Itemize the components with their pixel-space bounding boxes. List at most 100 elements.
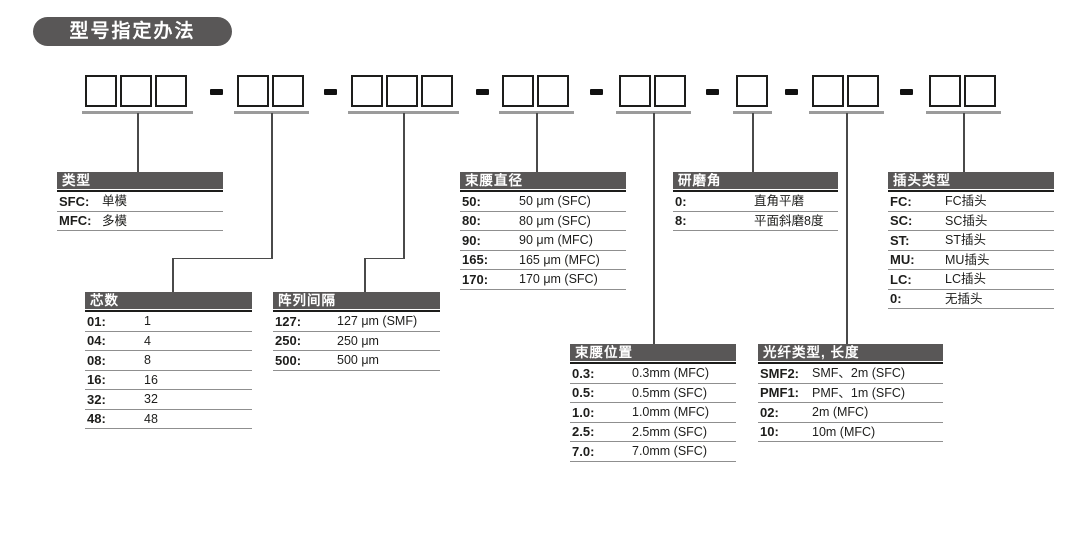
- row-code: SMF2:: [760, 365, 799, 381]
- row-value: 32: [144, 392, 158, 406]
- table-row: 90:90 μm (MFC): [460, 231, 626, 251]
- row-code: SC:: [890, 213, 913, 229]
- row-value: 48: [144, 411, 158, 426]
- table-row: 0.5:0.5mm (SFC): [570, 384, 736, 403]
- group-underline: [348, 111, 459, 114]
- table-row: 7.0:7.0mm (SFC): [570, 442, 736, 462]
- table-row: 127:127 μm (SMF): [273, 312, 440, 332]
- row-value: 2.5mm (SFC): [632, 424, 707, 439]
- row-code: 80:: [462, 213, 481, 229]
- row-code: SFC:: [59, 193, 90, 209]
- table-header: 插头类型: [888, 172, 1054, 189]
- model-digit-box: [421, 75, 453, 107]
- row-code: LC:: [890, 271, 912, 287]
- table-row: 48: 48: [85, 410, 252, 429]
- row-code: MFC:: [59, 213, 92, 229]
- table-row: 170:170 μm (SFC): [460, 270, 626, 290]
- row-value: 250 μm: [337, 333, 379, 348]
- table-row: 2.5:2.5mm (SFC): [570, 423, 736, 442]
- model-digit-box: [654, 75, 686, 107]
- table-header-underline: [273, 310, 440, 312]
- table-row: 1.0:1.0mm (MFC): [570, 403, 736, 423]
- row-code: 16:: [87, 372, 106, 388]
- table-row: 0:直角平磨: [673, 192, 838, 212]
- model-digit-box: [929, 75, 961, 107]
- model-digit-box: [237, 75, 269, 107]
- model-box-group-fiber-type: [812, 75, 879, 107]
- group-underline: [616, 111, 691, 114]
- table-header-underline: [57, 190, 223, 192]
- table-header-underline: [888, 190, 1054, 192]
- table-header: 类型: [57, 172, 223, 189]
- row-value: 4: [144, 333, 151, 348]
- separator-dash: [476, 89, 489, 95]
- table-row: 02:2m (MFC): [758, 403, 943, 423]
- row-code: 08:: [87, 352, 106, 368]
- row-value: 165 μm (MFC): [519, 252, 600, 267]
- row-value: 1: [144, 314, 151, 328]
- table-row: 08: 8: [85, 351, 252, 371]
- page-title: 型号指定办法: [33, 17, 232, 46]
- table-header-underline: [758, 362, 943, 364]
- row-code: 165:: [462, 252, 489, 268]
- table-row: PMF1:PMF、1m (SFC): [758, 384, 943, 403]
- table-row: 80:80 μm (SFC): [460, 212, 626, 231]
- row-value: 500 μm: [337, 353, 379, 367]
- table-row: FC: FC插头: [888, 192, 1054, 212]
- row-code: ST:: [890, 232, 910, 248]
- row-code: 32:: [87, 391, 106, 407]
- row-value: 平面斜磨8度: [754, 213, 824, 228]
- group-underline: [733, 111, 772, 114]
- row-value: 1.0mm (MFC): [632, 405, 710, 419]
- table-row: MU:MU插头: [888, 251, 1054, 270]
- row-code: 01:: [87, 313, 106, 329]
- row-code: FC:: [890, 193, 912, 209]
- table-row: SMF2:SMF、2m (SFC): [758, 364, 943, 384]
- connector-plug-type: [963, 113, 965, 172]
- table-row: 16:16: [85, 371, 252, 390]
- row-value: 0.5mm (SFC): [632, 385, 707, 400]
- row-code: 50:: [462, 193, 481, 209]
- table-row: 32: 32: [85, 390, 252, 410]
- model-box-group-core-count: [237, 75, 304, 107]
- table-row: 0.3:0.3mm (MFC): [570, 364, 736, 384]
- row-code: 8:: [675, 213, 687, 229]
- row-value: FC插头: [945, 194, 987, 208]
- row-code: 48:: [87, 411, 106, 427]
- table-row: 04: 4: [85, 332, 252, 351]
- model-digit-box: [736, 75, 768, 107]
- model-digit-box: [502, 75, 534, 107]
- connector-array-pitch-drop: [364, 257, 366, 292]
- connector-polish-angle: [752, 113, 754, 172]
- row-code: 0.3:: [572, 365, 595, 381]
- row-value: 170 μm (SFC): [519, 272, 598, 286]
- connector-array-pitch-across: [364, 257, 405, 259]
- row-value: MU插头: [945, 252, 990, 267]
- row-value: 7.0mm (SFC): [632, 444, 707, 458]
- model-box-group-polish-angle: [736, 75, 768, 107]
- table-header-underline: [460, 190, 626, 192]
- row-code: 90:: [462, 232, 481, 248]
- model-digit-box: [847, 75, 879, 107]
- connector-core-count-down: [271, 113, 273, 258]
- separator-dash: [210, 89, 223, 95]
- row-code: PMF1:: [760, 385, 799, 401]
- group-underline: [234, 111, 309, 114]
- row-code: 04:: [87, 333, 106, 349]
- model-box-group-waist-position: [619, 75, 686, 107]
- table-header-underline: [570, 362, 736, 364]
- table-row: 165: 165 μm (MFC): [460, 251, 626, 270]
- model-digit-box: [619, 75, 651, 107]
- table-row: LC: LC插头: [888, 270, 1054, 290]
- model-digit-box: [272, 75, 304, 107]
- row-value: LC插头: [945, 272, 986, 286]
- row-value: 8: [144, 353, 151, 367]
- model-box-group-plug-type: [929, 75, 996, 107]
